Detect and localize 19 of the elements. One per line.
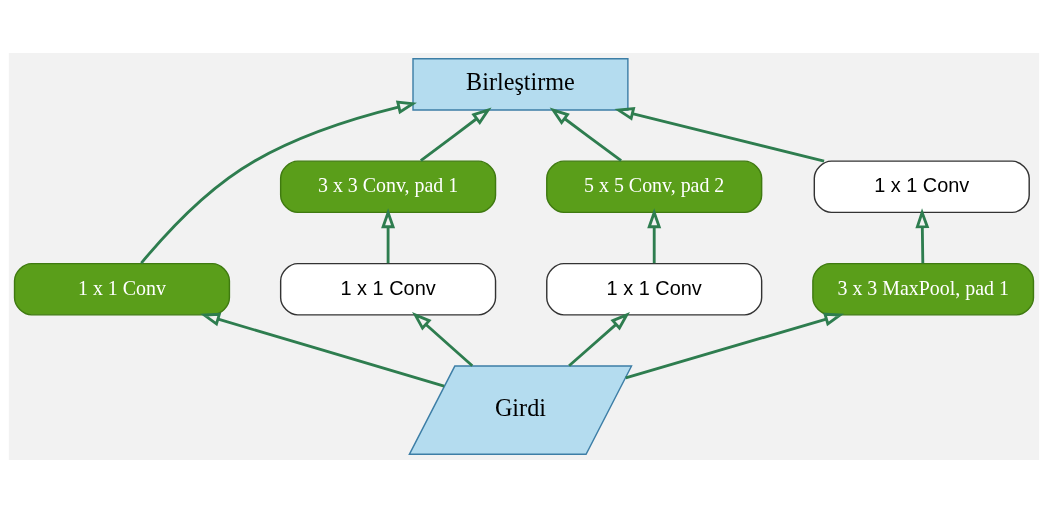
- node-box: 1 x 1 Conv: [279, 262, 497, 316]
- arrow: [647, 208, 662, 264]
- node-box: 3 x 3 MaxPool, pad 1: [812, 262, 1035, 316]
- node-box: Birleştirme: [412, 58, 629, 111]
- arrow: [419, 107, 492, 162]
- node-box: 1 x 1 Conv: [546, 262, 763, 316]
- node-box: 5 x 5 Conv, pad 2: [546, 160, 763, 214]
- node-box: 1 x 1 Conv: [13, 262, 231, 316]
- arrow: [614, 107, 825, 163]
- arrow: [200, 312, 445, 388]
- node-box: 3 x 3 Conv, pad 1: [279, 160, 497, 214]
- arrow: [549, 107, 622, 162]
- arrow: [915, 208, 930, 264]
- arrow: [140, 100, 417, 265]
- arrow: [568, 312, 630, 367]
- arrow: [625, 312, 845, 380]
- arrow: [412, 312, 474, 367]
- arrow: [381, 208, 396, 264]
- node-box: 1 x 1 Conv: [813, 160, 1030, 214]
